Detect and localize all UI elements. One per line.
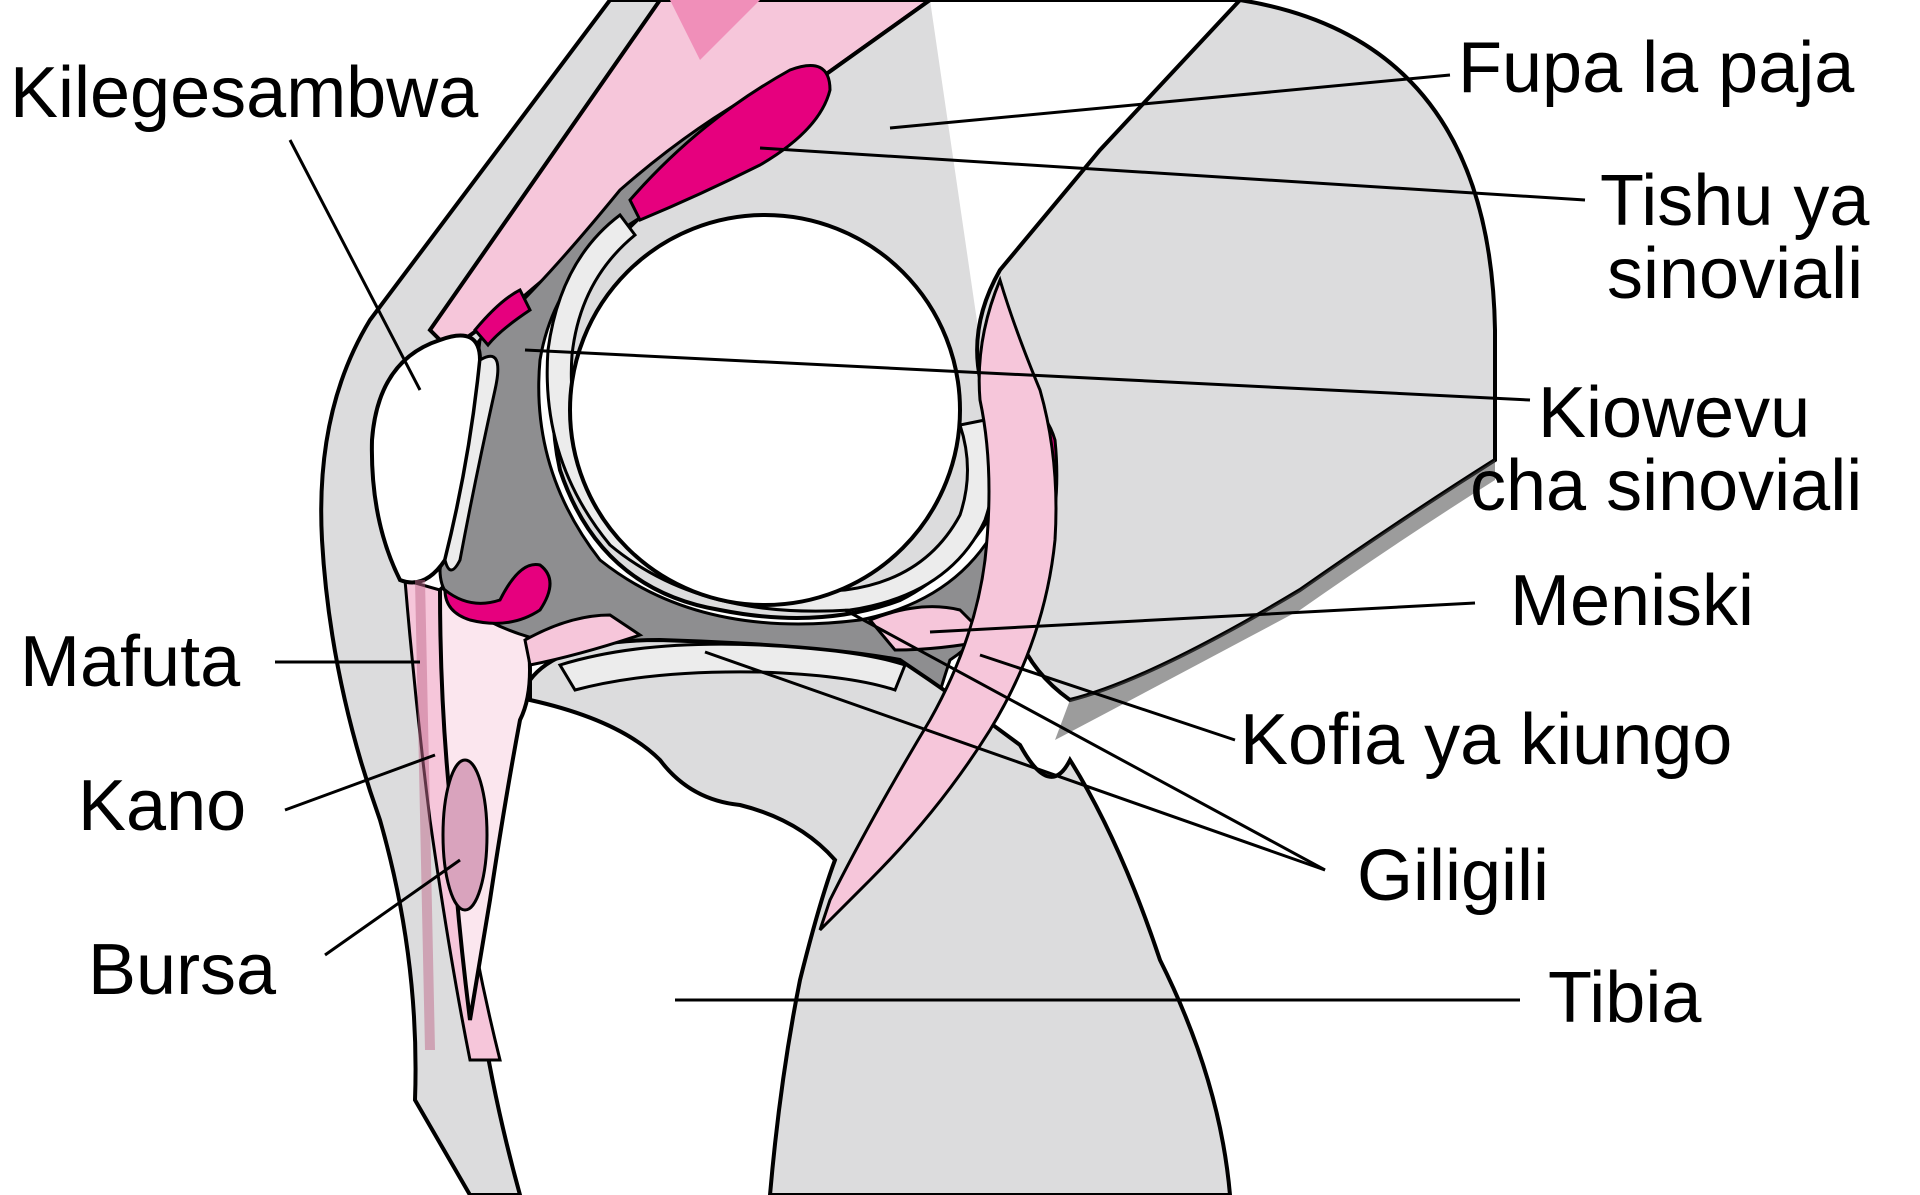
- synovial-membrane-lower: [443, 562, 552, 625]
- bursa-shape: [441, 758, 489, 912]
- label-mafuta: Mafuta: [20, 622, 241, 702]
- leader-bursa: [324, 858, 461, 957]
- labels: Kilegesambwa Fupa la paja Tishu ya sinov…: [10, 28, 1870, 1038]
- tibia-cartilage: [557, 642, 907, 692]
- femoral-condyle: [568, 213, 962, 607]
- tendon-stipple: [415, 580, 435, 1050]
- leader-kilegesambwa: [288, 139, 422, 391]
- leader-kofia: [979, 653, 1236, 742]
- posterior-capsule: [818, 275, 1058, 932]
- leader-giligili-b: [704, 650, 1326, 872]
- label-kiowevu-line1: Kiowevu: [1538, 373, 1810, 453]
- label-giligili: Giligili: [1357, 836, 1549, 916]
- popliteal-shading: [1055, 460, 1495, 740]
- label-bursa: Bursa: [88, 930, 277, 1010]
- label-kano: Kano: [78, 766, 246, 846]
- leader-kano: [284, 753, 436, 812]
- patella-cartilage: [443, 354, 500, 572]
- label-kofia: Kofia ya kiungo: [1240, 700, 1732, 780]
- label-tishu-line1: Tishu ya: [1600, 161, 1870, 241]
- tibia-bone: [528, 637, 1233, 1195]
- leader-lines: [275, 73, 1586, 1002]
- leader-giligili-a: [844, 608, 1326, 872]
- meniscus-front: [523, 613, 644, 667]
- label-kilegesambwa: Kilegesambwa: [10, 53, 479, 133]
- synovial-membrane-front: [473, 287, 532, 348]
- anatomy: [319, 0, 1497, 1195]
- label-meniski: Meniski: [1510, 561, 1754, 641]
- label-tibia: Tibia: [1548, 958, 1702, 1038]
- leader-tishu: [759, 146, 1586, 202]
- label-kiowevu-line2: cha sinoviali: [1470, 446, 1862, 526]
- label-fupa-la-paja: Fupa la paja: [1458, 28, 1855, 108]
- leader-kiowevu: [524, 348, 1531, 402]
- leader-meniski: [929, 601, 1476, 634]
- quadriceps-muscle-tip: [670, 0, 760, 60]
- leader-fupa-la-paja: [889, 73, 1451, 130]
- label-tishu-line2: sinoviali: [1607, 234, 1863, 314]
- synovial-membrane-top: [628, 64, 832, 222]
